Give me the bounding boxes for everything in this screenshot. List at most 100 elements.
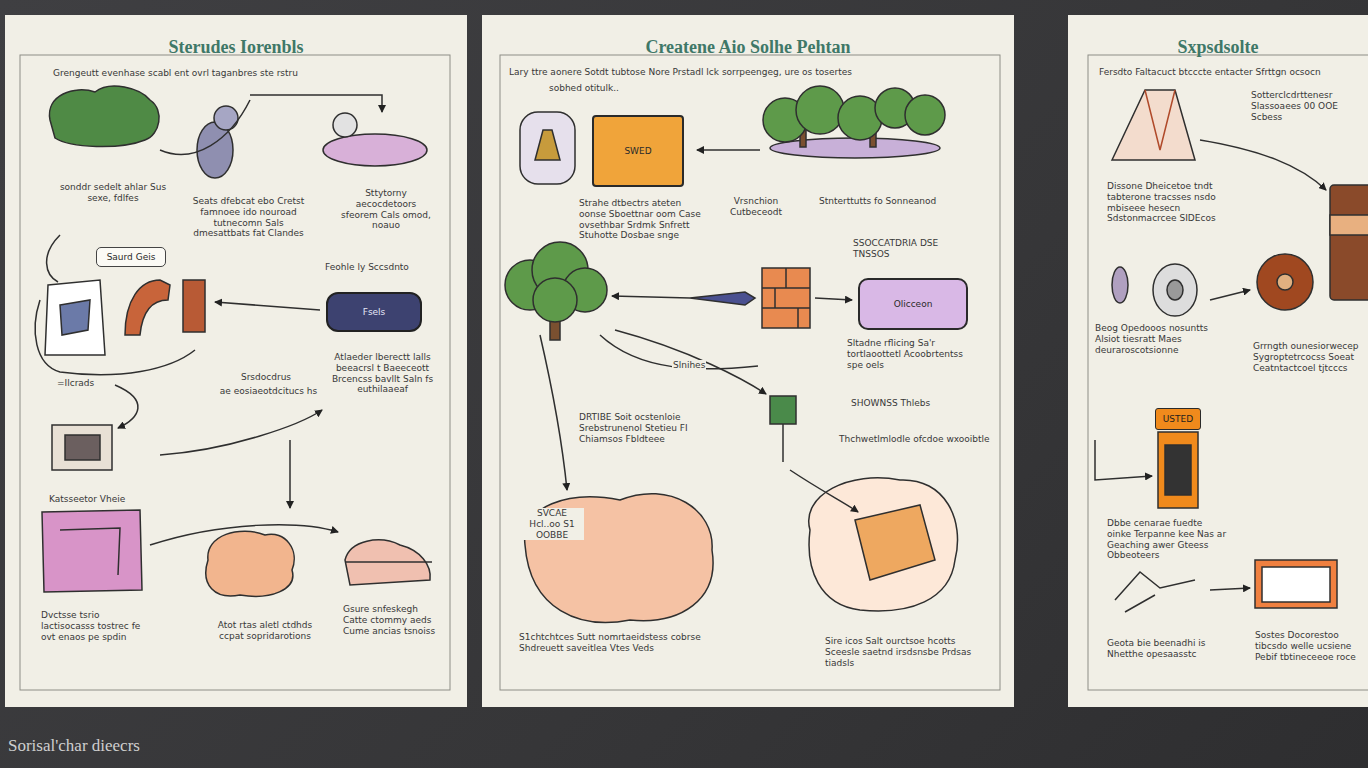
- panel-two-art-part: [770, 396, 796, 424]
- note-text: Sostes Docorestoo tibcsdo welle ucsiene …: [1254, 630, 1362, 662]
- panel-two-art-part: [615, 330, 766, 394]
- panel-three-art: [1095, 90, 1368, 612]
- note-text: Feohle ly Sccsdnto: [324, 262, 410, 273]
- panel-cards: [5, 15, 1368, 707]
- box-text: Saurd Geis: [107, 252, 156, 262]
- panel-three-art-part: [1112, 267, 1128, 303]
- panel-three-art-part: [1262, 567, 1330, 602]
- panel-three-art-part: [1115, 572, 1195, 612]
- note-text: Vrsnchion Cutbeceodt: [716, 196, 796, 218]
- note-text: Strahe dtbectrs ateten oonse Sboettnar o…: [578, 198, 708, 241]
- note-text: Dvctsse tsrio lactisocasss tostrec fe ov…: [40, 610, 152, 642]
- panel-one-art-part: [345, 561, 432, 563]
- panel-two-art-part: [790, 470, 858, 512]
- label-box: Fsels: [326, 292, 422, 332]
- caption: Sorisal'char dieecrs: [8, 736, 140, 756]
- panel-one-art-part: [333, 113, 357, 137]
- note-text: sonddr sedelt ahlar Sus sexe, fdlfes: [58, 182, 168, 204]
- panel-two-art-part: [905, 95, 945, 135]
- note-text: S1chtchtces Sutt nomrtaeidstess cobrse S…: [518, 632, 718, 654]
- panel-one-art-part: [65, 435, 100, 460]
- panel-two-art-part: [762, 268, 810, 328]
- panel-two-art-part: [809, 478, 958, 611]
- panel-one-art-part: [160, 100, 250, 154]
- panel-two-art-part: [762, 268, 810, 328]
- note-text: Sttytorny aecocdetoors sfeorem Cals omod…: [336, 188, 436, 231]
- panel-two-art-part: [796, 86, 844, 134]
- panel-one-art-part: [183, 280, 205, 332]
- panel-title: Sterudes Iorenbls: [5, 37, 467, 58]
- panel-three-art-part: [1330, 215, 1368, 235]
- note-text: Sotterclcdrttenesr Slassoaees 00 OOE Scb…: [1250, 90, 1362, 122]
- panel-one-art-part: [52, 425, 112, 470]
- label-box: Saurd Geis: [96, 247, 166, 267]
- box-text: USTED: [1163, 414, 1193, 424]
- note-text: Srsdocdrus: [240, 372, 292, 383]
- panel-two-art-part: [690, 292, 755, 305]
- panel-three-art-part: [1112, 90, 1195, 160]
- panel-two-art-part: [782, 424, 784, 462]
- panel-three-art-part: [1153, 264, 1197, 316]
- note-text: Grengeutt evenhase scabl ent ovrl taganb…: [52, 68, 299, 79]
- panel-two-art-part: [533, 278, 577, 322]
- panel-three-art-part: [1210, 588, 1250, 590]
- box-text: Fsels: [363, 307, 386, 317]
- panel-one-art-part: [125, 280, 170, 335]
- panel-three-art-part: [1277, 274, 1293, 290]
- panel-cards-part: [20, 55, 450, 690]
- note-text: Atot rtas aletl ctdhds ccpat sopridaroti…: [204, 620, 326, 642]
- panel-two-art-part: [815, 298, 852, 300]
- panel-two-art-part: [540, 335, 567, 490]
- label-box: Olicceon: [858, 278, 968, 330]
- note-text: Katsseetor Vheie: [48, 494, 126, 505]
- panel-two-art-part: [697, 149, 760, 151]
- note-text: ae eosiaeotdcitucs hs: [219, 386, 319, 397]
- panel-one-art-part: [60, 300, 90, 335]
- panel-cards-part: [1068, 15, 1368, 707]
- panel-one-art-part: [115, 385, 138, 428]
- note-text: Atlaeder lberectt lalls beeacrsl t Baeec…: [330, 352, 435, 395]
- panel-two-art-part: [535, 130, 560, 160]
- note-text: Sire icos Salt ourctsoe hcotts Sceesle s…: [824, 636, 974, 668]
- panel-one-art-part: [160, 410, 322, 455]
- note-text: Grrngth ounesiorwecep Sygroptetrcocss So…: [1252, 341, 1364, 373]
- panel-cards-part: [1088, 55, 1368, 690]
- panel-three-art-part: [1158, 432, 1198, 508]
- note-text: Slnihes: [672, 360, 706, 371]
- panel-one-art-part: [206, 531, 294, 596]
- note-text: Sltadne rflicing Sa'r tortlaoottetl Acoo…: [846, 338, 971, 370]
- panel-three-art-part: [1167, 280, 1183, 300]
- note-text: Dbbe cenarae fuedte oinke Terpanne kee N…: [1106, 518, 1228, 561]
- note-text: Beog Opedooos nosuntts Alsiot tiesratt M…: [1094, 323, 1216, 355]
- note-text: Thchwetlmlodle ofcdoe wxooibtle: [838, 434, 991, 445]
- panel-one-art-part: [45, 280, 105, 355]
- label-box: USTED: [1155, 408, 1201, 430]
- panel-one-art-part: [49, 86, 159, 147]
- panel-one-art-part: [42, 510, 142, 592]
- panel-three-art-part: [1210, 290, 1250, 300]
- panel-one-art: [35, 86, 432, 596]
- panel-title: Sxpsdsolte: [1068, 37, 1368, 58]
- panel-one-art-part: [289, 440, 291, 508]
- panel-three-art-part: [1095, 440, 1152, 480]
- panel-one-art-part: [215, 302, 320, 310]
- note-text: SVCAE Hcl..oo S1 OOBBE: [520, 508, 584, 540]
- panel-cards-part: [500, 55, 1000, 690]
- box-text: Olicceon: [894, 299, 933, 309]
- panel-one-art-part: [214, 106, 238, 130]
- note-text: Fersdto Faltacuct btcccte entacter Sfrtt…: [1098, 67, 1322, 78]
- panel-one-art-part: [47, 235, 60, 282]
- panel-three-art-part: [1255, 560, 1337, 608]
- panel-one-art-part: [150, 525, 338, 545]
- panel-one-art-part: [323, 134, 427, 166]
- panel-cards-part: [482, 15, 1014, 707]
- panel-one-art-part: [250, 95, 382, 112]
- panel-title: Createne Aio Solhe Pehtan: [482, 37, 1014, 58]
- note-text: Seats dfebcat ebo Cretst famnoee ido nou…: [186, 196, 311, 239]
- note-text: DRTIBE Soit ocstenloie Srebstrunenol Ste…: [578, 412, 700, 444]
- panel-cards-part: [5, 15, 467, 707]
- note-text: Dissone Dheicetoe tndt tabterone tracsse…: [1106, 181, 1228, 224]
- note-text: Lary ttre aonere Sotdt tubtose Nore Prst…: [508, 67, 853, 78]
- panel-three-art-part: [1165, 445, 1191, 495]
- panel-one-art-part: [35, 300, 195, 375]
